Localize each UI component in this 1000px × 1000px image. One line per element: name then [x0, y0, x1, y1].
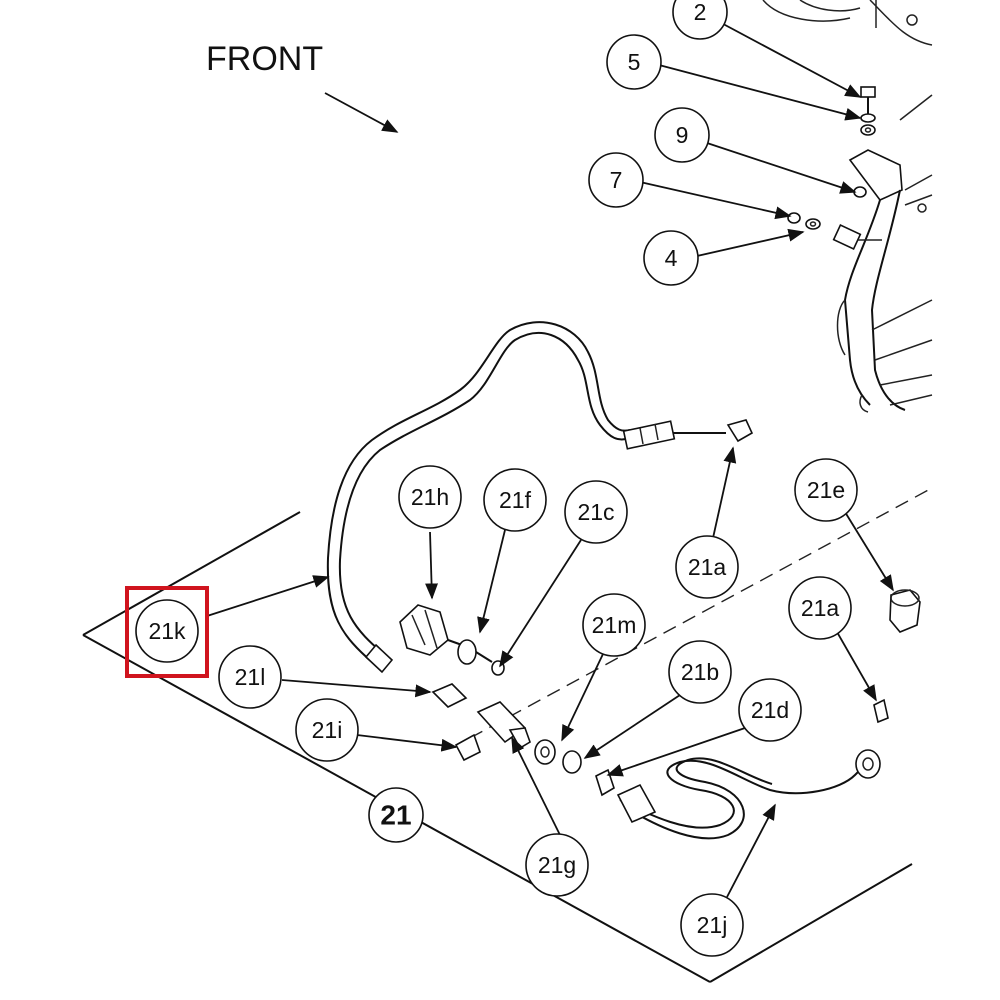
svg-text:21k: 21k	[148, 618, 186, 644]
callout-21b: 21b	[668, 640, 732, 704]
svg-text:21e: 21e	[807, 477, 845, 503]
hose-upper	[326, 321, 754, 674]
callout-2: 2	[672, 0, 728, 40]
callout-21h: 21h	[398, 465, 462, 529]
svg-text:21m: 21m	[592, 612, 637, 638]
callout-21i: 21i	[295, 698, 359, 762]
frame-assembly	[762, 0, 933, 413]
front-label: FRONT	[206, 40, 323, 78]
callout-21j: 21j	[680, 893, 744, 957]
svg-text:9: 9	[676, 122, 689, 148]
callout-21a-top: 21a	[675, 535, 739, 599]
hose-lower	[616, 589, 921, 840]
callout-5: 5	[606, 34, 662, 90]
svg-text:21i: 21i	[312, 717, 343, 743]
svg-text:21b: 21b	[681, 659, 719, 685]
svg-text:21f: 21f	[499, 487, 532, 513]
callout-21l: 21l	[218, 645, 282, 709]
leader-lines	[206, 17, 894, 898]
callout-9: 9	[654, 107, 710, 163]
svg-text:2: 2	[694, 0, 707, 25]
svg-text:21d: 21d	[751, 697, 789, 723]
fittings-cluster	[399, 604, 615, 797]
svg-text:21a: 21a	[801, 595, 840, 621]
callout-21k: 21k	[135, 599, 199, 663]
svg-text:21h: 21h	[411, 484, 449, 510]
svg-text:21j: 21j	[697, 912, 728, 938]
callout-21g: 21g	[525, 833, 589, 897]
svg-text:21a: 21a	[688, 554, 727, 580]
svg-text:21l: 21l	[235, 664, 266, 690]
svg-text:7: 7	[610, 167, 623, 193]
callout-7: 7	[588, 152, 644, 208]
front-arrow	[324, 92, 399, 133]
svg-text:21: 21	[380, 800, 411, 831]
callout-4: 4	[643, 230, 699, 286]
callout-21d: 21d	[738, 678, 802, 742]
callout-21: 21	[368, 787, 424, 843]
callout-21f: 21f	[483, 468, 547, 532]
highlight-box-21k	[125, 586, 209, 678]
callout-21c: 21c	[564, 480, 628, 544]
svg-text:4: 4	[665, 245, 678, 271]
svg-text:21g: 21g	[538, 852, 576, 878]
callout-21m: 21m	[582, 593, 646, 657]
svg-text:5: 5	[628, 49, 641, 75]
callout-21a-right: 21a	[788, 576, 852, 640]
callout-21e: 21e	[794, 458, 858, 522]
svg-text:21c: 21c	[577, 499, 614, 525]
